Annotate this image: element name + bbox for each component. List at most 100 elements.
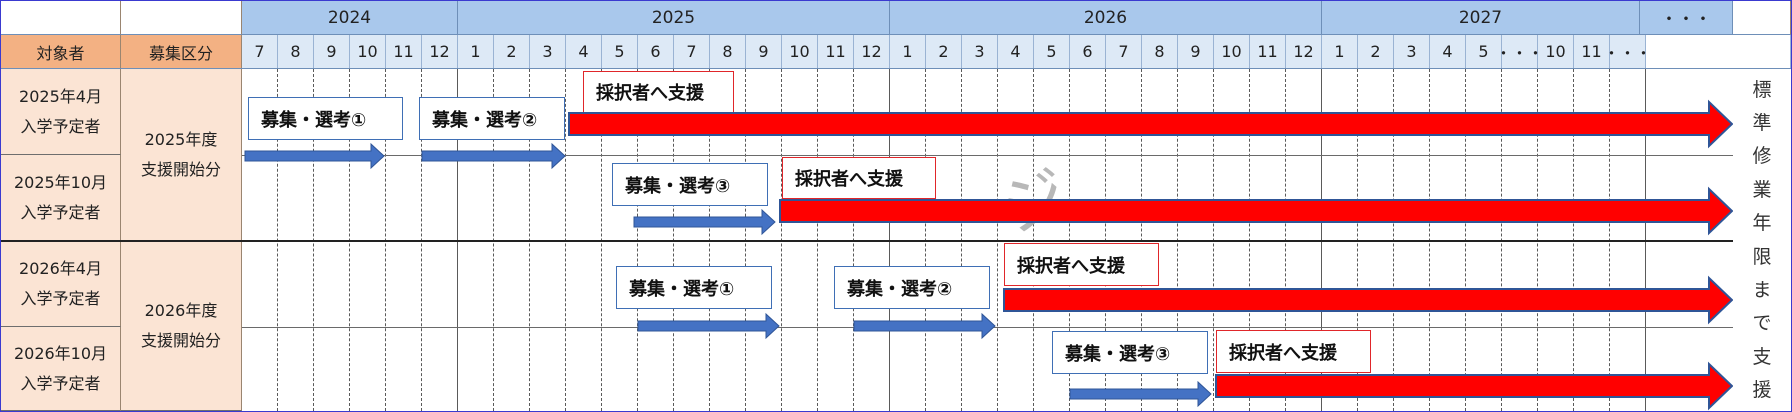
side-note-char: 準 (1752, 112, 1772, 135)
row-target-2026-10-line1: 2026年10月 (13, 343, 108, 363)
header-side-blank-2 (1733, 35, 1791, 69)
month-header: 10 (1538, 35, 1574, 69)
month-header: 11 (818, 35, 854, 69)
category-column-header: 募集区分 (121, 35, 242, 69)
month-header: 9 (1178, 35, 1214, 69)
recruit-arrow-r1-2 (421, 142, 566, 170)
month-header: 5 (1466, 35, 1502, 69)
month-header: 5 (1034, 35, 1070, 69)
side-note-char: 支 (1752, 345, 1772, 368)
recruit-arrow-r2-3 (633, 208, 776, 236)
support-label-r1: 採択者へ支援 (583, 71, 734, 113)
month-header: 3 (962, 35, 998, 69)
header-side-blank (1733, 1, 1791, 35)
group-2026-line2: 支援開始分 (140, 330, 221, 350)
month-header: 7 (1106, 35, 1142, 69)
month-header: 11 (386, 35, 422, 69)
recruit-label-r1-1: 募集・選考① (248, 97, 403, 140)
month-header: 12 (1286, 35, 1322, 69)
recruit-arrow-r4-3 (1069, 380, 1212, 408)
row-target-2026-10: 2026年10月 入学予定者 (1, 327, 121, 411)
recruit-arrow-r3-1 (637, 312, 780, 340)
header-divider (1, 68, 1791, 69)
row-target-2025-10: 2025年10月 入学予定者 (1, 155, 121, 241)
side-note-char: 業 (1752, 178, 1772, 201)
month-header: 1 (890, 35, 926, 69)
year-header-2027: 2027 (1322, 1, 1640, 35)
month-header: ・・・ (1604, 35, 1652, 69)
month-header: 3 (530, 35, 566, 69)
support-arrow-r3 (1003, 275, 1734, 325)
row-divider-1 (242, 155, 1733, 156)
month-header: ・・・ (1496, 35, 1544, 69)
month-header: 4 (566, 35, 602, 69)
support-arrow-r1 (568, 99, 1734, 149)
month-header: 9 (746, 35, 782, 69)
month-header: 2 (494, 35, 530, 69)
target-column-header: 対象者 (1, 35, 121, 69)
support-label-r2: 採択者へ支援 (782, 157, 936, 199)
side-note-char: 援 (1752, 379, 1772, 402)
support-label-r4: 採択者へ支援 (1216, 330, 1371, 373)
month-header: 3 (1394, 35, 1430, 69)
month-header: 4 (1430, 35, 1466, 69)
row-target-2025-10-line1: 2025年10月 (13, 172, 108, 192)
row-target-2025-04-line1: 2025年4月 (19, 86, 102, 106)
month-header: 6 (1070, 35, 1106, 69)
side-note-char: ま (1752, 279, 1772, 302)
year-header-2026: 2026 (890, 1, 1322, 35)
row-target-2025-10-line2: 入学予定者 (20, 202, 101, 222)
month-header: 10 (1214, 35, 1250, 69)
header-corner-category (121, 1, 242, 35)
group-2025-start: 2025年度 支援開始分 (121, 69, 242, 241)
support-arrow-r2 (779, 186, 1734, 236)
recruit-label-r4-3: 募集・選考③ (1052, 331, 1208, 374)
month-header: 12 (422, 35, 458, 69)
year-header-more: ・・・ (1640, 1, 1733, 35)
recruit-label-r2-3: 募集・選考③ (612, 163, 768, 206)
month-header: 6 (638, 35, 674, 69)
side-note-char: 限 (1752, 245, 1772, 268)
month-header: 8 (1142, 35, 1178, 69)
group-2026-start: 2026年度 支援開始分 (121, 241, 242, 411)
support-arrow-r4 (1215, 361, 1734, 411)
month-header: 4 (998, 35, 1034, 69)
group-2025-line2: 支援開始分 (140, 159, 221, 179)
group-2025-line1: 2025年度 (144, 129, 218, 149)
month-header: 2 (1358, 35, 1394, 69)
side-note-standard-period: 標準修業年限まで支援 (1733, 69, 1791, 411)
recruit-arrow-r3-2 (853, 312, 996, 340)
month-header: 1 (458, 35, 494, 69)
month-header: 7 (242, 35, 278, 69)
recruit-arrow-r1-1 (244, 142, 385, 170)
side-note-char: で (1752, 312, 1772, 335)
month-header: 11 (1250, 35, 1286, 69)
support-label-r3: 採択者へ支援 (1004, 243, 1159, 286)
month-header: 10 (782, 35, 818, 69)
month-header: 12 (854, 35, 890, 69)
month-header: 8 (710, 35, 746, 69)
header-corner-target (1, 1, 121, 35)
recruit-label-r3-2: 募集・選考② (834, 266, 990, 309)
month-header: 8 (278, 35, 314, 69)
recruit-label-r3-1: 募集・選考① (616, 266, 772, 309)
year-header-2024: 2024 (242, 1, 458, 35)
row-target-2025-04-line2: 入学予定者 (20, 116, 101, 136)
recruit-label-r1-2: 募集・選考② (419, 97, 565, 140)
side-note-char: 修 (1752, 145, 1772, 168)
row-target-2026-10-line2: 入学予定者 (20, 373, 101, 393)
row-target-2026-04-line1: 2026年4月 (19, 258, 102, 278)
row-target-2026-04: 2026年4月 入学予定者 (1, 241, 121, 327)
month-header: 5 (602, 35, 638, 69)
month-header: 2 (926, 35, 962, 69)
month-header: 11 (1574, 35, 1610, 69)
month-header: 10 (350, 35, 386, 69)
side-note-char: 標 (1752, 78, 1772, 101)
year-header-2025: 2025 (458, 1, 890, 35)
month-header: 1 (1322, 35, 1358, 69)
group-2026-line1: 2026年度 (144, 300, 218, 320)
month-header: 7 (674, 35, 710, 69)
row-target-2025-04: 2025年4月 入学予定者 (1, 69, 121, 155)
row-target-2026-04-line2: 入学予定者 (20, 288, 101, 308)
